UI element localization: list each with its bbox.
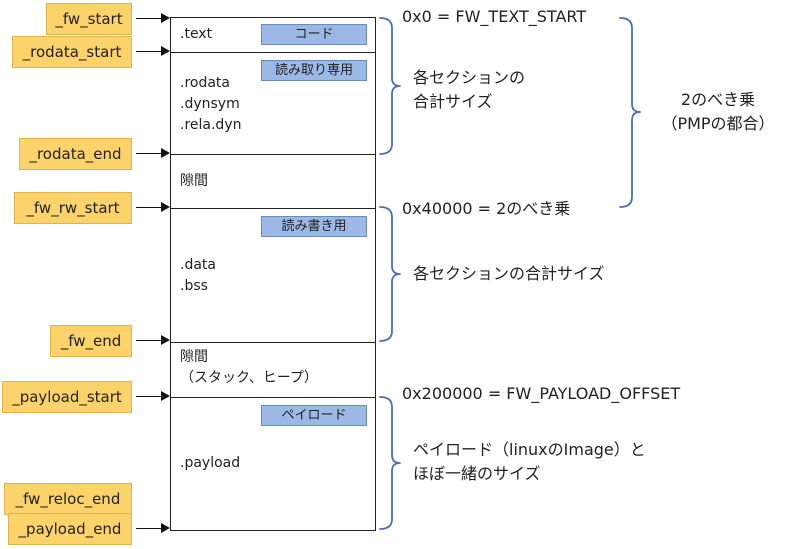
section-gap1: 隙間 <box>171 155 375 209</box>
section-rodata-label: .rodata .dynsym .rela.dyn <box>180 75 242 133</box>
brace-payload <box>379 396 401 530</box>
section-text: .text コード <box>171 18 375 53</box>
tag-readwrite: 読み書き用 <box>261 216 367 237</box>
symbol-fw-end: _fw_end <box>50 325 132 357</box>
brace-data <box>379 206 401 342</box>
section-gap2: 隙間 （スタック、ヒープ） <box>171 343 375 398</box>
tag-readonly: 読み取り専用 <box>261 60 367 81</box>
symbol-rodata-end: _rodata_end <box>19 138 132 170</box>
arrow-fw-end <box>136 335 170 345</box>
arrow-fw-rw-start <box>136 202 170 212</box>
symbol-fw-rw-start: _fw_rw_start <box>14 192 132 224</box>
arrow-payload-start <box>136 391 170 401</box>
section-gap2-label: 隙間 （スタック、ヒープ） <box>180 349 318 386</box>
tag-code: コード <box>261 24 367 45</box>
section-data-label: .data .bss <box>180 257 216 294</box>
section-gap1-label: 隙間 <box>180 173 208 189</box>
symbol-fw-start: _fw_start <box>46 3 132 35</box>
brace-pow2 <box>619 17 641 208</box>
annotation-payload-offset: 0x200000 = FW_PAYLOAD_OFFSET <box>402 384 681 403</box>
arrow-rodata-start <box>136 46 170 56</box>
symbol-fw-reloc-end: _fw_reloc_end <box>4 483 132 515</box>
tag-payload: ペイロード <box>261 405 367 426</box>
memory-map: .text コード .rodata .dynsym .rela.dyn 読み取り… <box>170 17 376 531</box>
symbol-payload-end: _payload_end <box>8 513 132 545</box>
symbol-payload-start: _payload_start <box>2 381 132 413</box>
section-payload-label: .payload <box>180 455 241 471</box>
arrow-payload-end <box>136 523 170 533</box>
annotation-payload-size: ペイロード（linuxのImage）と ほぼ一緒のサイズ <box>413 440 646 483</box>
section-text-label: .text <box>180 26 213 42</box>
annotation-rodata-size: 各セクションの 合計サイズ <box>413 68 526 111</box>
annotation-rw-size: 各セクションの合計サイズ <box>413 264 605 283</box>
brace-rodata <box>379 17 401 155</box>
symbol-rodata-start: _rodata_start <box>12 36 132 68</box>
arrow-rodata-end <box>136 148 170 158</box>
annotation-pow2: 2のべき乗 （PMPの都合） <box>661 90 775 133</box>
section-rodata: .rodata .dynsym .rela.dyn 読み取り専用 <box>171 53 375 155</box>
annotation-fw-text-start: 0x0 = FW_TEXT_START <box>402 7 587 26</box>
annotation-rw-start: 0x40000 = 2のべき乗 <box>402 199 571 218</box>
section-data: .data .bss 読み書き用 <box>171 209 375 343</box>
arrow-fw-start <box>136 13 170 23</box>
section-payload: .payload ペイロード <box>171 398 375 532</box>
